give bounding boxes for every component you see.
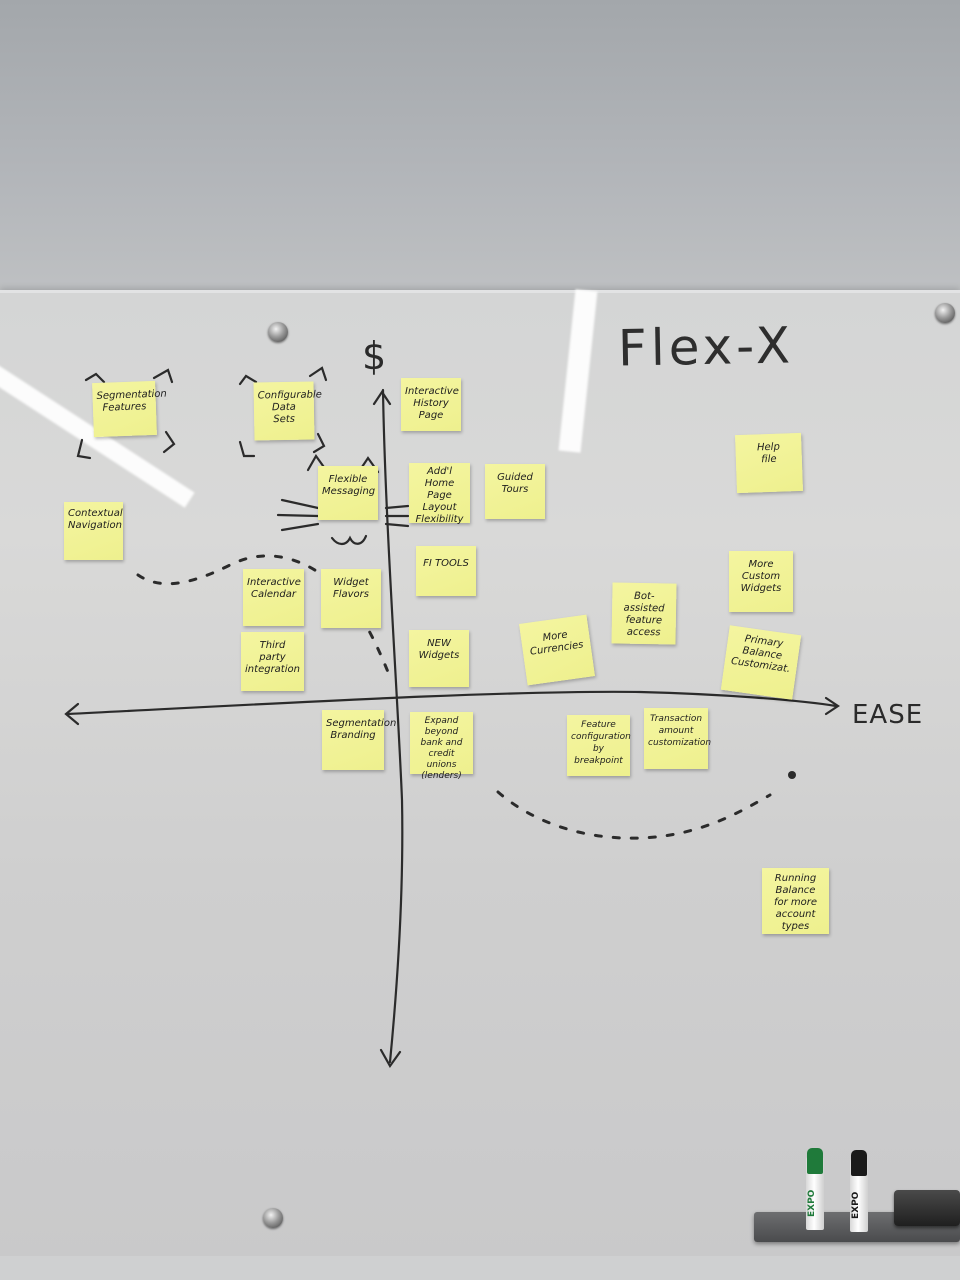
sticky-note[interactable]: Running Balance for more account types: [762, 868, 829, 934]
horizontal-axis-left-arrow: [64, 702, 80, 726]
sticky-note[interactable]: Bot-assisted feature access: [611, 582, 677, 645]
bracket-seg-br: [162, 430, 176, 454]
sticky-note[interactable]: Flexible Messaging: [318, 466, 378, 520]
board-title: Flex-X: [617, 316, 795, 378]
vertical-axis-top-arrow: [372, 390, 392, 406]
sticky-note[interactable]: Primary Balance Customizat.: [720, 625, 802, 700]
horizontal-axis-right-arrow: [824, 696, 840, 716]
dry-erase-marker-green[interactable]: EXPO: [806, 1148, 824, 1230]
sticky-note[interactable]: More Custom Widgets: [729, 551, 793, 612]
bracket-cfg-bl: [238, 440, 256, 458]
sticky-note[interactable]: Segmentation Features: [92, 380, 167, 438]
sticky-note[interactable]: Configurable Data Sets: [253, 381, 322, 441]
sticky-note[interactable]: Third party integration: [241, 632, 304, 691]
ink-dot: [788, 771, 796, 779]
standoff-top-left: [268, 322, 288, 342]
bracket-seg-tr: [152, 368, 174, 384]
wall: [0, 0, 960, 300]
cat-mouth: [330, 534, 368, 546]
sticky-note[interactable]: Transaction amount customization: [644, 708, 711, 769]
sticky-note[interactable]: NEW Widgets: [409, 630, 469, 687]
cat-whisker-2: [276, 513, 320, 518]
dotted-curve-lower: [496, 790, 772, 840]
marker-cap: [807, 1148, 823, 1174]
cat-whisker-1: [280, 498, 320, 510]
sticky-note[interactable]: Contextual Navigation: [64, 502, 123, 560]
marker-brand: EXPO: [851, 1191, 861, 1219]
sticky-note[interactable]: Interactive History Page: [401, 378, 461, 431]
horizontal-axis: [66, 690, 838, 716]
bracket-cfg-tl: [238, 374, 258, 386]
sticky-note[interactable]: More Currencies: [519, 614, 595, 686]
sticky-note[interactable]: Guided Tours: [485, 464, 545, 519]
vertical-axis-bottom-arrow: [379, 1048, 402, 1069]
sticky-note[interactable]: Add'l Home Page Layout Flexibility: [409, 463, 470, 525]
standoff-top-right: [935, 303, 955, 323]
wall-bottom: [0, 1256, 960, 1280]
bracket-seg-bl: [76, 438, 92, 460]
whiteboard-eraser[interactable]: [894, 1190, 960, 1226]
sticky-note[interactable]: Help file: [735, 432, 803, 494]
cat-whisker-4: [384, 504, 410, 510]
x-axis-label: EASE: [852, 700, 924, 730]
bracket-cfg-tr: [308, 366, 328, 382]
bracket-seg-tl: [84, 372, 106, 384]
cat-ear-left: [306, 453, 328, 472]
bracket-cfg-br: [312, 432, 326, 454]
sticky-note[interactable]: Interactive Calendar: [243, 569, 304, 626]
standoff-bottom-left: [263, 1208, 283, 1228]
vertical-axis: [381, 388, 404, 1064]
marker-cap: [851, 1150, 867, 1176]
cat-whisker-6: [384, 522, 410, 528]
sticky-note[interactable]: Widget Flavors: [321, 569, 381, 628]
sticky-note[interactable]: Segmentation Branding: [322, 710, 396, 770]
dry-erase-marker-black[interactable]: EXPO: [850, 1150, 868, 1232]
sticky-note[interactable]: FI TOOLS: [416, 546, 476, 596]
sticky-note[interactable]: Feature configuration by breakpoint: [567, 715, 631, 776]
sticky-note[interactable]: Expand beyond bank and credit unions (le…: [410, 712, 473, 781]
y-axis-label: $: [362, 334, 387, 378]
marker-brand: EXPO: [807, 1189, 817, 1217]
cat-whisker-3: [280, 522, 320, 532]
